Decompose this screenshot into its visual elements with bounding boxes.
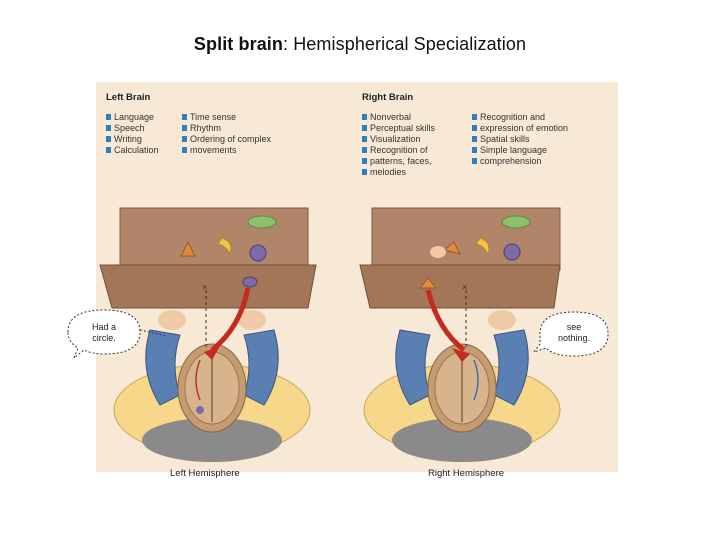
left-arm-right (243, 329, 279, 406)
right-hidden-triangle (418, 277, 438, 289)
right-arm-right (493, 329, 529, 406)
right-red-arrowhead (452, 348, 470, 362)
title-rest: : Hemispherical Specialization (283, 34, 527, 54)
right-bubble-line-1: see (566, 322, 582, 332)
list-item: Calculation (106, 145, 159, 156)
left-arm-left (145, 329, 181, 406)
left-bubble-line-1: Had a (91, 322, 117, 332)
right-hand-right (488, 310, 516, 330)
left-hemisphere-label: Left Hemisphere (170, 468, 240, 479)
left-brain-heading: Left Brain (106, 92, 151, 103)
left-bubble-text: Had a circle. (76, 322, 132, 344)
list-item: Rhythm (182, 123, 271, 134)
left-brain-pathway (195, 359, 201, 401)
left-triangle-object (180, 240, 196, 257)
right-oval-object (501, 215, 531, 229)
left-scene: × (67, 207, 317, 462)
right-box-back (371, 207, 561, 271)
left-hidden-circle (242, 276, 258, 288)
right-scene: × (359, 207, 609, 462)
list-item: Time sense (182, 112, 271, 123)
left-bubble-line-2: circle. (92, 333, 116, 343)
list-item: Simple language (472, 145, 568, 156)
list-item: Spatial skills (472, 134, 568, 145)
left-banana-object (217, 237, 232, 256)
svg-text:×: × (202, 282, 207, 292)
right-brain-list-1: Nonverbal Perceptual skills Visualizatio… (362, 112, 435, 178)
right-brain-list-2: Recognition and expression of emotion Sp… (472, 112, 568, 167)
left-brain-list-2: Time sense Rhythm Ordering of complex mo… (182, 112, 271, 156)
right-bubble-line-2: nothing. (557, 333, 591, 343)
right-red-arrow (425, 289, 466, 352)
left-hand-left (158, 310, 186, 330)
left-chair (142, 418, 282, 462)
right-speech-bubble (532, 311, 609, 357)
list-item: comprehension (472, 156, 568, 167)
left-brain-circle-image (196, 406, 204, 414)
list-item: Perceptual skills (362, 123, 435, 134)
right-bubble-text: see nothing. (546, 322, 602, 344)
right-brain-heading: Right Brain (362, 92, 414, 103)
right-hemisphere-label: Right Hemisphere (428, 468, 505, 479)
right-banana-object (475, 237, 490, 256)
left-speech-bubble (67, 309, 141, 360)
right-hand-reaching (430, 246, 446, 258)
list-item: Ordering of complex (182, 134, 271, 145)
left-oval-object (247, 215, 277, 229)
list-item: Recognition and (472, 112, 568, 123)
svg-text:×: × (462, 282, 467, 292)
left-hand-right (238, 310, 266, 330)
left-box-back (119, 207, 309, 271)
list-item: Visualization (362, 134, 435, 145)
right-chair (392, 418, 532, 462)
list-item: Language (106, 112, 159, 123)
title-bold: Split brain (193, 34, 283, 54)
right-circle-object (503, 243, 521, 261)
list-item: melodies (362, 167, 435, 178)
left-circle-object (249, 244, 267, 262)
left-red-arrowhead (204, 346, 220, 360)
list-item: Nonverbal (362, 112, 435, 123)
list-item: Recognition of (362, 145, 435, 156)
list-item: Speech (106, 123, 159, 134)
list-item: patterns, faces, (362, 156, 435, 167)
right-brain-pathway (473, 359, 479, 401)
right-box-front (359, 264, 561, 309)
left-brain-list-1: Language Speech Writing Calculation (106, 112, 159, 156)
list-item: movements (182, 145, 271, 156)
left-red-arrow (210, 287, 251, 352)
right-arm-left (395, 329, 431, 406)
list-item: expression of emotion (472, 123, 568, 134)
list-item: Writing (106, 134, 159, 145)
right-triangle-object (442, 241, 461, 255)
left-box-front (99, 264, 317, 309)
slide-title: Split brain: Hemispherical Specializatio… (0, 34, 720, 55)
